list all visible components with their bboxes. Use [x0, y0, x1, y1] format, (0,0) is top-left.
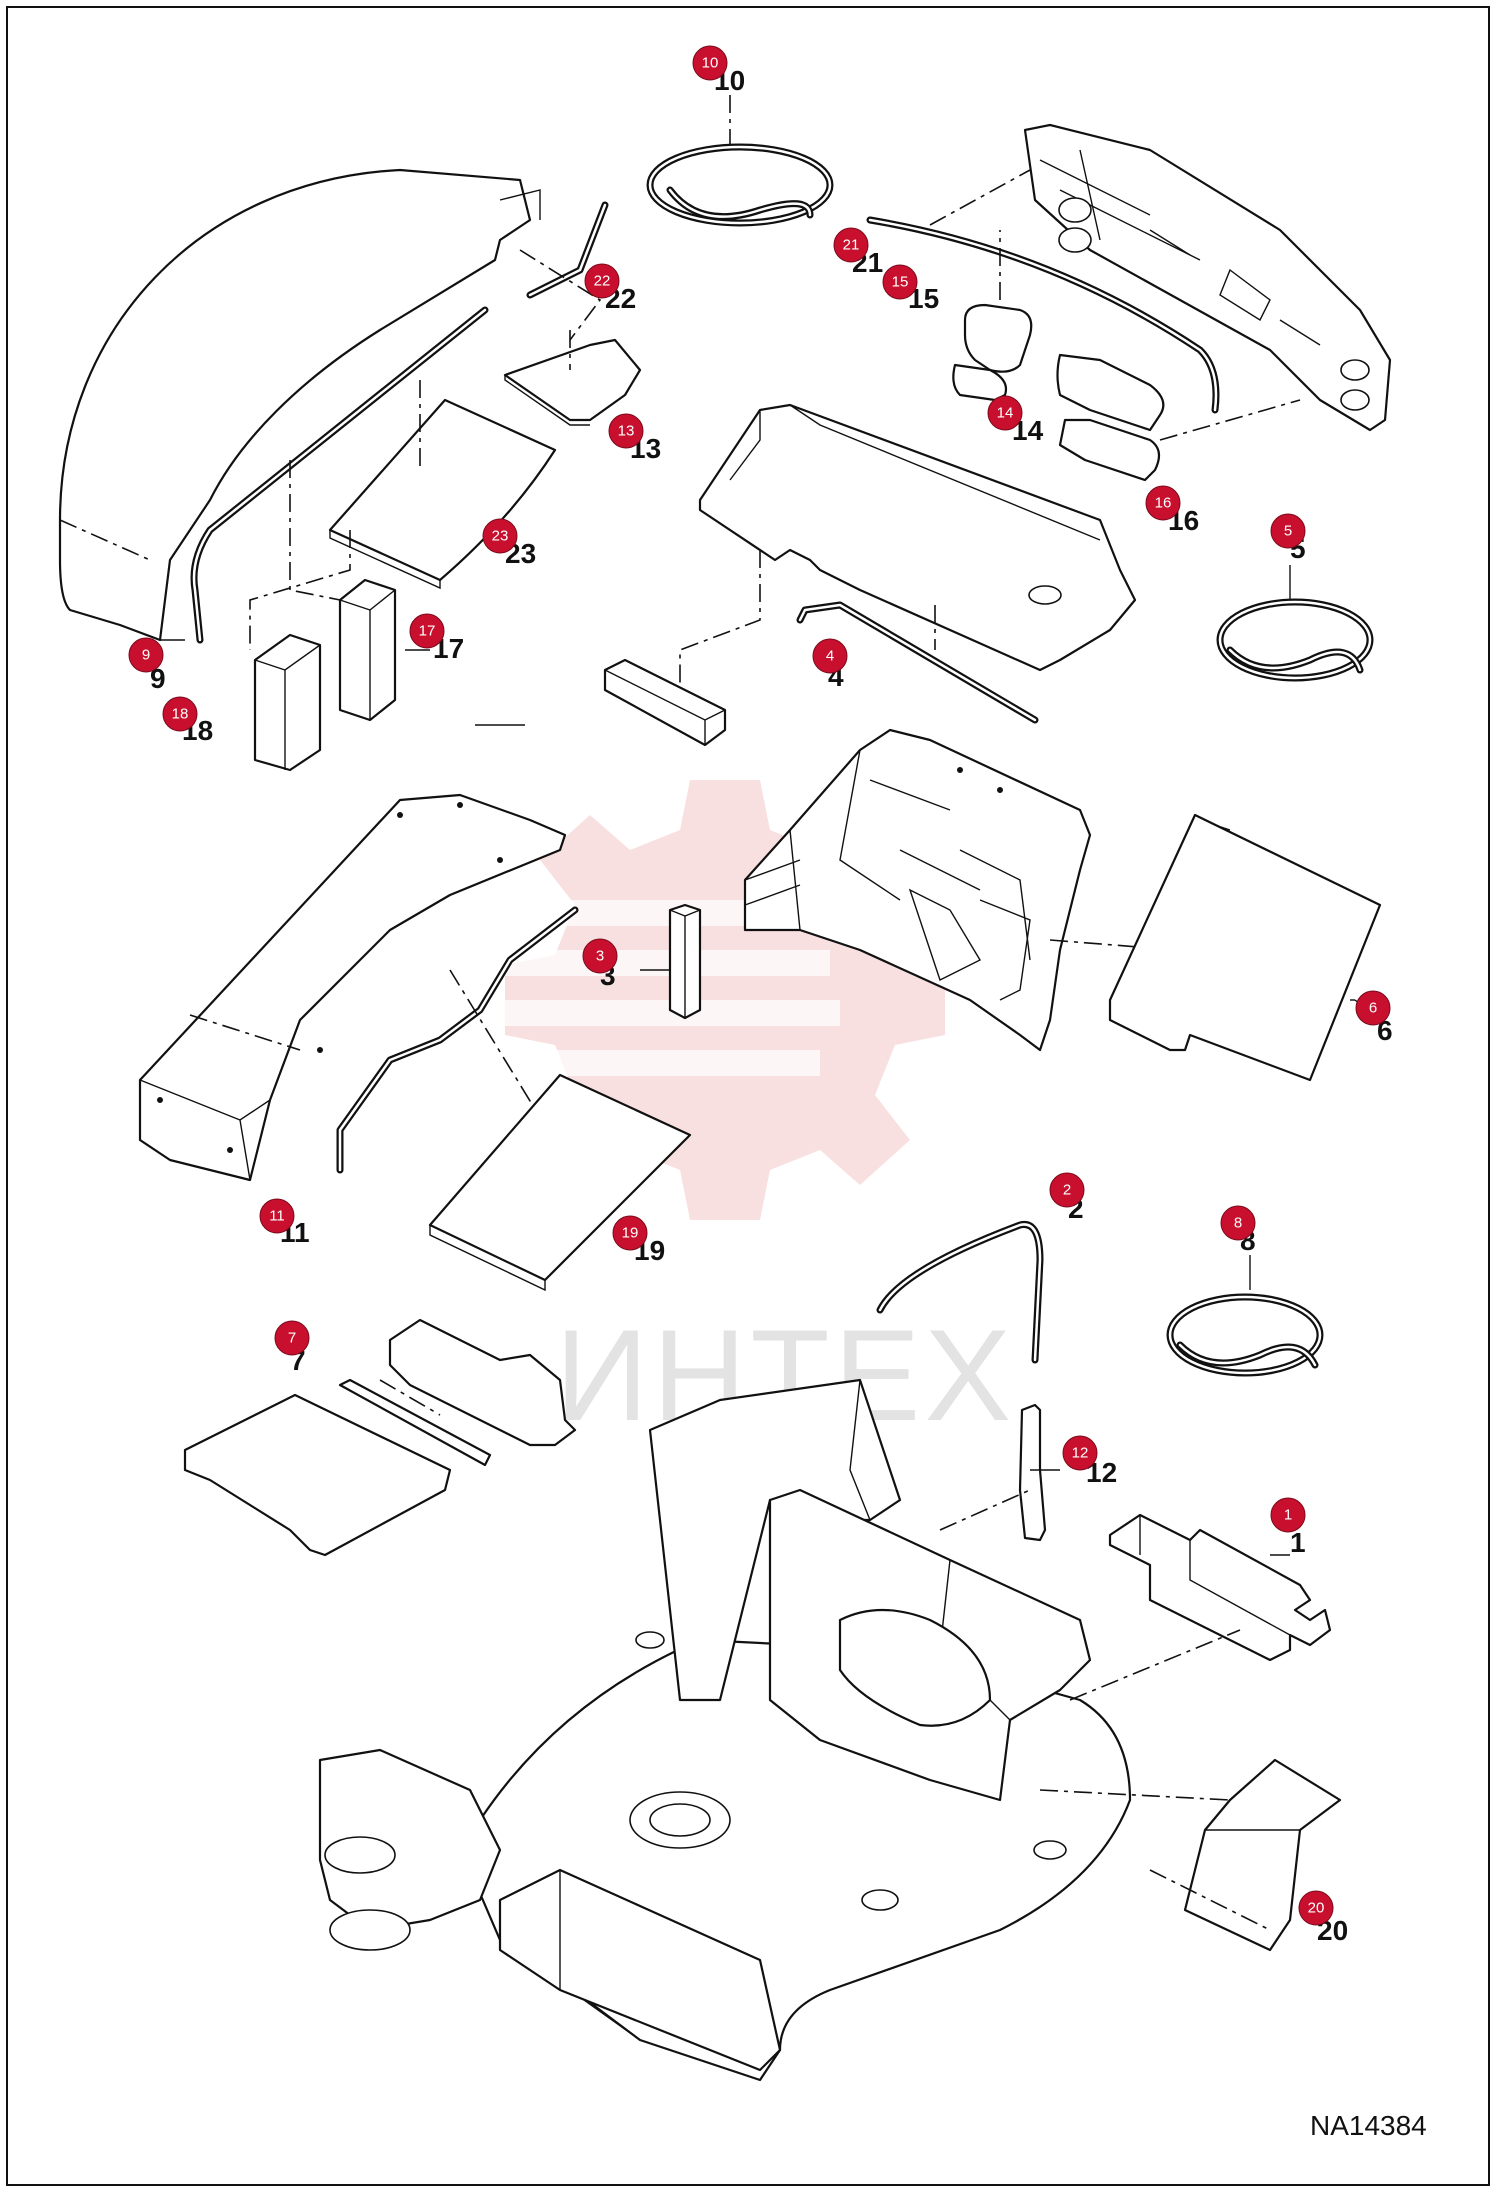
svg-text:9: 9 — [142, 647, 150, 664]
badge-12: 12 — [1062, 1435, 1098, 1471]
drawing-reference: NA14384 — [1310, 2110, 1427, 2141]
part-counterweight-assembly — [1023, 123, 1392, 432]
badge-10: 10 — [692, 45, 728, 81]
part-13-pad — [503, 338, 642, 426]
part-12-post — [1018, 1403, 1047, 1542]
badge-3: 3 — [582, 938, 618, 974]
part-8-coiled-seal — [1166, 1293, 1324, 1377]
svg-text:22: 22 — [594, 273, 611, 290]
badge-8: 8 — [1220, 1205, 1256, 1241]
badge-19: 19 — [612, 1215, 648, 1251]
svg-text:13: 13 — [618, 423, 635, 440]
badge-18: 18 — [162, 696, 198, 732]
svg-text:20: 20 — [1308, 1900, 1325, 1917]
part-7-strip — [338, 1378, 492, 1467]
part-2-curved-seal — [876, 1220, 1044, 1364]
badge-6: 6 — [1355, 990, 1391, 1026]
part-19-flat-pad — [428, 1073, 692, 1292]
part-3-post — [668, 903, 702, 1020]
badge-14: 14 — [987, 395, 1023, 431]
svg-text:17: 17 — [419, 623, 436, 640]
part-6-panel — [1108, 813, 1382, 1082]
callout-number-1: 1 — [1290, 1527, 1306, 1558]
svg-text:12: 12 — [1072, 1445, 1089, 1462]
part-base-chassis — [318, 1378, 1132, 2082]
svg-text:10: 10 — [702, 55, 719, 72]
badge-11: 11 — [259, 1198, 295, 1234]
svg-text:21: 21 — [843, 237, 860, 254]
svg-text:6: 6 — [1369, 1000, 1377, 1017]
part-9-side-cover — [58, 168, 541, 642]
svg-text:18: 18 — [172, 706, 189, 723]
svg-text:5: 5 — [1284, 523, 1292, 540]
part-shelf-panel — [698, 403, 1137, 672]
badge-5: 5 — [1270, 513, 1306, 549]
part-10-coiled-seal — [646, 143, 834, 227]
svg-text:3: 3 — [596, 948, 604, 965]
part-11-seal-strip — [336, 906, 579, 1174]
svg-text:19: 19 — [622, 1225, 639, 1242]
part-22-bent-rod — [526, 201, 609, 299]
part-left-side-panel — [138, 793, 567, 1182]
svg-text:16: 16 — [1155, 495, 1172, 512]
svg-text:4: 4 — [826, 648, 834, 665]
badge-13: 13 — [608, 413, 644, 449]
badge-4: 4 — [812, 638, 848, 674]
part-16-pad — [1058, 418, 1161, 482]
part-17-block — [338, 578, 397, 722]
part-5-coiled-seal — [1216, 598, 1374, 682]
svg-text:7: 7 — [288, 1330, 296, 1347]
part-1-bracket — [1108, 1513, 1332, 1662]
callout-badges: 10 22 21 15 13 14 16 23 5 17 9 4 18 3 6 … — [128, 45, 1391, 1926]
part-9-seal-strip — [190, 306, 489, 644]
badge-23: 23 — [482, 518, 518, 554]
badge-1: 1 — [1270, 1497, 1306, 1533]
badge-16: 16 — [1145, 485, 1181, 521]
part-15-pad — [963, 303, 1033, 373]
svg-text:14: 14 — [997, 405, 1014, 422]
badge-20: 20 — [1298, 1890, 1334, 1926]
svg-text:2: 2 — [1063, 1182, 1071, 1199]
part-center-frame — [743, 728, 1092, 1052]
part-18-block — [253, 633, 322, 772]
part-20-bent-panel — [1183, 1758, 1342, 1952]
svg-text:11: 11 — [269, 1208, 285, 1225]
svg-text:15: 15 — [892, 274, 909, 291]
badge-17: 17 — [409, 613, 445, 649]
badge-21: 21 — [833, 227, 869, 263]
part-7-floor-plate — [183, 1318, 577, 1557]
part-4-bent-strip — [796, 601, 1039, 724]
badge-9: 9 — [128, 637, 164, 673]
callout-number-9: 9 — [150, 663, 166, 694]
badge-22: 22 — [584, 263, 620, 299]
badge-15: 15 — [882, 264, 918, 300]
badge-2: 2 — [1049, 1172, 1085, 1208]
svg-text:23: 23 — [492, 528, 509, 545]
drawing-frame — [6, 6, 1490, 2186]
badge-7: 7 — [274, 1320, 310, 1356]
svg-text:1: 1 — [1284, 1507, 1292, 1524]
part-14-pad — [952, 353, 1165, 432]
part-spacer-block — [603, 658, 727, 747]
part-23-curved-pad — [328, 398, 557, 590]
svg-text:8: 8 — [1234, 1215, 1242, 1232]
part-21-long-rod — [866, 216, 1220, 414]
